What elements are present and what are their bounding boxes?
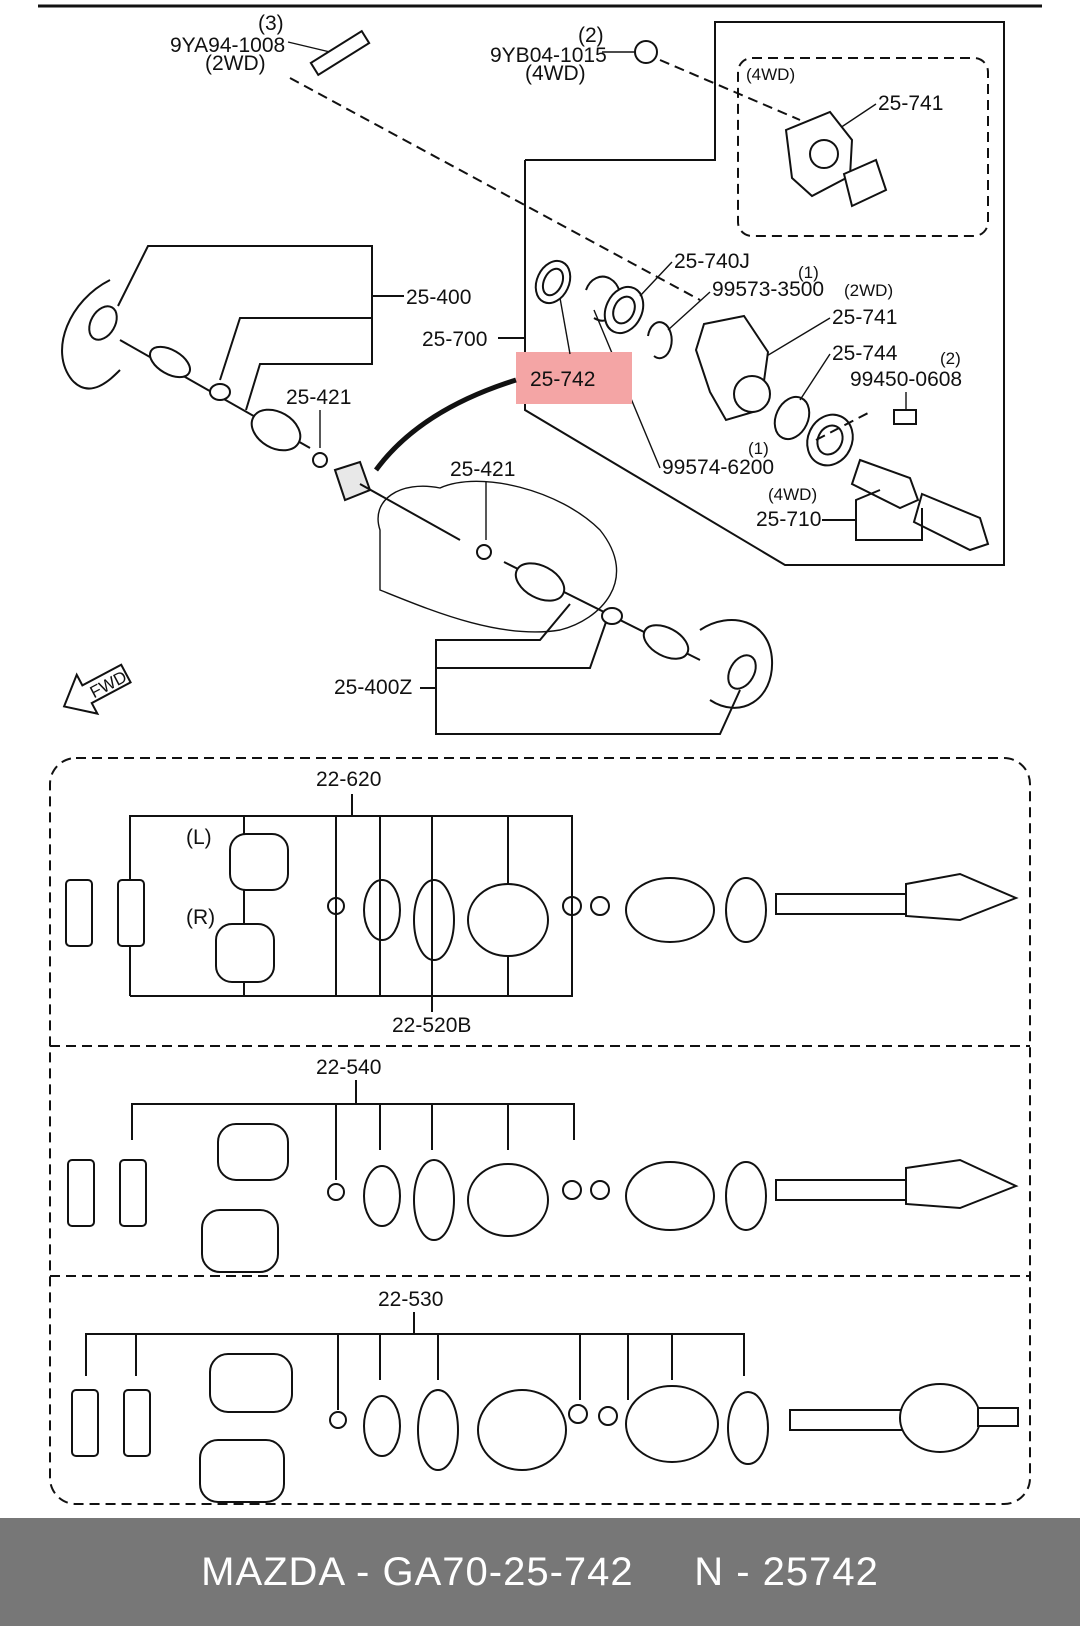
nut-part [634,40,658,64]
caption-bar: MAZDA - GA70-25-742 N - 25742 [0,1518,1080,1626]
label-left-mark: (L) [186,826,212,849]
clip-a-part [312,452,328,468]
right-hub-seal [727,654,757,690]
label-25421-a: 25-421 [286,386,351,409]
label-99574: 99574-6200 [662,456,774,479]
label-99574-qty: (1) [748,439,769,458]
label-4wd-note: (4WD) [768,485,817,504]
label-box-4wd: (4WD) [746,65,795,84]
label-22540: 22-540 [316,1056,381,1079]
label-99450-qty: (2) [940,349,961,368]
4wd-dashed-box [737,57,989,237]
left-knuckle-outline [61,279,121,390]
label-25700: 25-700 [422,328,487,351]
intermediate-shaft-assembly [333,460,461,541]
kit-22620-parts [65,833,1019,983]
boot-kits-dashed-frame [49,757,1031,1505]
label-25421-b: 25-421 [450,458,515,481]
kit-22540-parts [67,1123,1019,1273]
bearing-housing-part [806,413,854,467]
label-25741-mid: 25-741 [832,306,897,329]
stud-bolt-part [309,29,371,77]
label-right-mark: (R) [186,906,215,929]
bolt-part [893,409,917,425]
leader-25700 [373,377,517,472]
transmission-outline [377,480,618,633]
label-25741-top: 25-741 [878,92,943,115]
label-99573-qty: (1) [798,263,819,282]
clip-b-part [476,544,492,560]
label-2wd-note: (2WD) [844,281,893,300]
fwd-arrow: FWD [62,663,132,716]
label-25710: 25-710 [756,508,821,531]
intermediate-shaft-part [850,458,990,552]
kit-22530-parts [71,1353,1019,1503]
parts-diagram: (3) 9YA94-1008 (2WD) (2) 9YB04-1015 (4WD… [38,4,1042,1505]
label-9yb04-note: (4WD) [525,62,586,85]
label-25742: 25-742 [530,368,595,391]
label-99450: 99450-0608 [850,368,962,391]
bracket-2wd-part [694,314,771,422]
label-9ya94-note: (2WD) [205,52,266,75]
right-knuckle-outline [699,619,774,709]
bearing-part [603,285,645,335]
left-driveshaft-part [119,339,311,452]
label-9yb04: 9YB04-1015 [490,44,607,67]
label-25400z: 25-400Z [334,676,412,699]
label-9yb04-qty: (2) [578,24,604,47]
label-25400: 25-400 [406,286,471,309]
oil-seal-part [534,259,572,305]
right-driveshaft-part [503,561,701,661]
bracket-4wd-part [784,110,888,208]
label-99573: 99573-3500 [712,278,824,301]
label-25744: 25-744 [832,342,898,365]
detail-box [524,21,1005,566]
highlight-25742 [516,352,632,404]
label-9ya94: 9YA94-1008 [170,34,285,57]
part-number-caption: MAZDA - GA70-25-742 N - 25742 [201,1549,879,1594]
label-9ya94-qty: (3) [258,12,284,35]
label-22530: 22-530 [378,1288,443,1311]
circlip-part [647,321,673,360]
label-25740j: 25-740J [674,250,750,273]
label-22620: 22-620 [316,768,381,791]
label-22520b: 22-520B [392,1014,471,1037]
left-hub-seal [88,305,118,341]
